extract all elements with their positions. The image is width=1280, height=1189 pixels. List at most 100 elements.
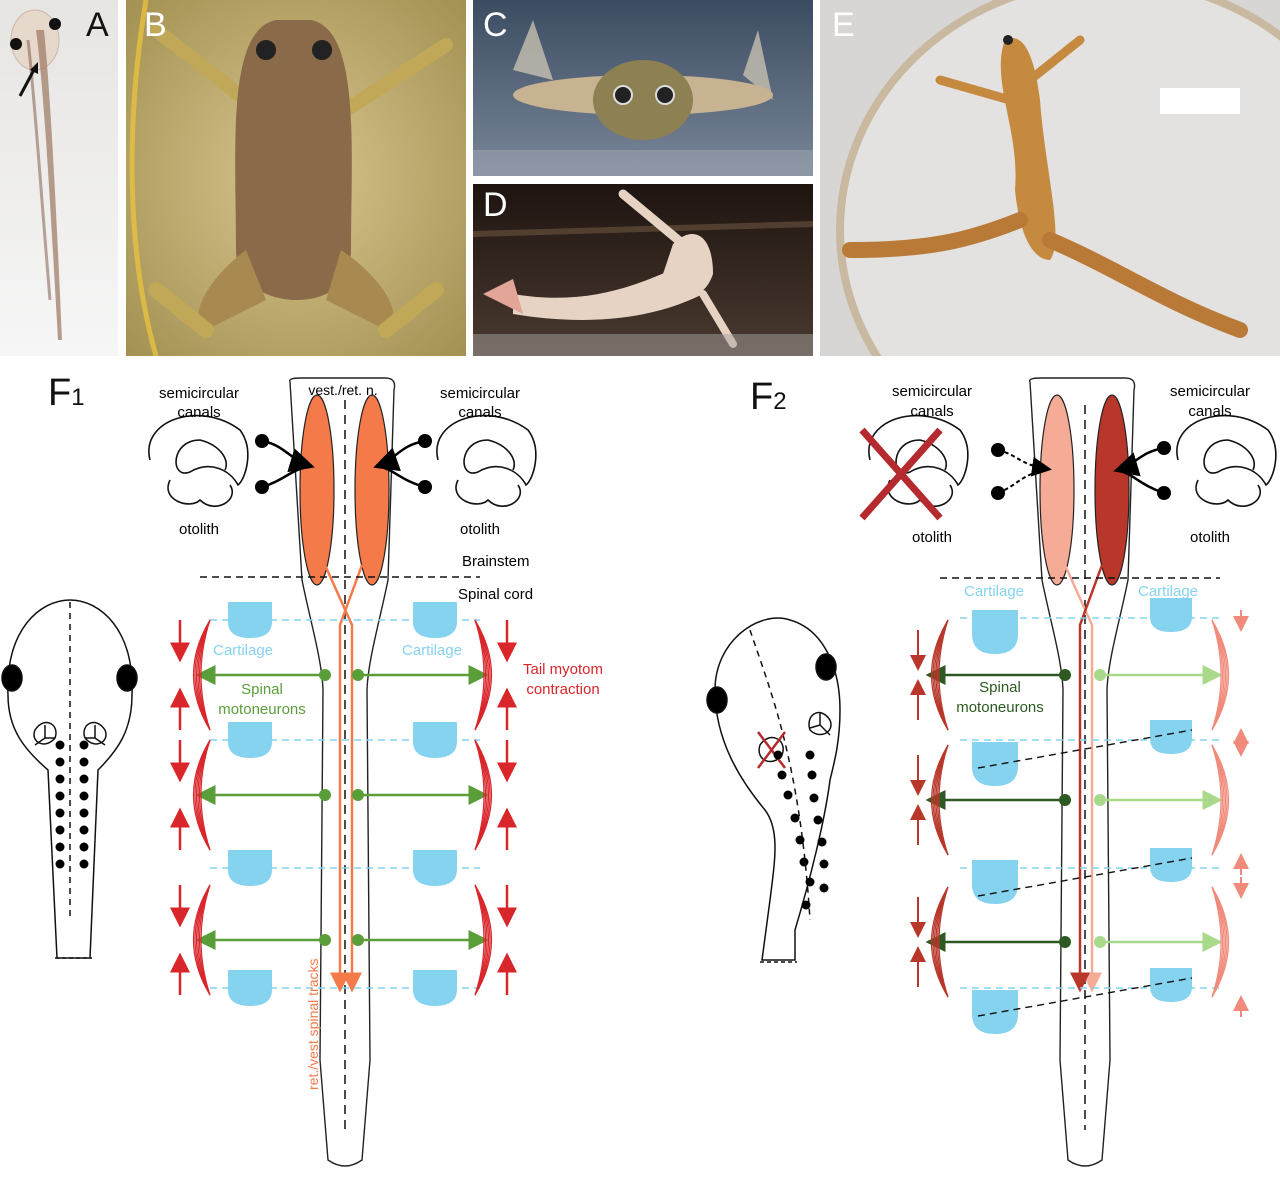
motoneuron-left [1059, 669, 1071, 681]
myotome-right [1211, 619, 1230, 731]
spinal-cord-outline [289, 377, 396, 1167]
label-otolith-right: otolith [460, 521, 500, 538]
cartilage-block-left [228, 850, 272, 886]
label-myotom-1: Tail myotom [523, 661, 603, 678]
motor-dot [55, 757, 65, 767]
tadpole-photo [0, 0, 118, 356]
motor-dot [817, 837, 827, 847]
panel-c-photo: C [473, 0, 813, 176]
cartilage-block-left [228, 970, 272, 1006]
f2-label-motoneurons-1: Spinal [979, 679, 1021, 696]
motor-dot [55, 859, 65, 869]
spinal-cord-outline-f2 [1029, 377, 1136, 1167]
panel-label-b: B [144, 6, 167, 44]
label-myotom-2: contraction [526, 681, 599, 698]
myotome-right [474, 739, 493, 851]
myotome-left [930, 744, 949, 856]
inner-ear-right [436, 414, 537, 507]
motoneuron-left [319, 934, 331, 946]
myotome-right [474, 884, 493, 996]
f2-neural-circuit: semicircular canals semicircular canals … [706, 377, 1277, 1167]
vest-nucleus-lesioned [1039, 394, 1075, 586]
f2-label-otolith-right: otolith [1190, 529, 1230, 546]
motor-dot [809, 793, 819, 803]
cartilage-block-right [1150, 848, 1192, 882]
cartilage-block-right [413, 602, 457, 638]
cartilage-block-left [228, 722, 272, 758]
myotome-left [192, 739, 211, 851]
motor-dot [805, 750, 815, 760]
tadpole-schematic-f2 [706, 617, 841, 963]
motor-dot [55, 825, 65, 835]
cartilage-block-right [413, 722, 457, 758]
motoneuron-left [319, 669, 331, 681]
myotome-left [930, 619, 949, 731]
cartilage-block-right [1150, 598, 1192, 632]
cartilage-block-right [413, 850, 457, 886]
f2-label-semicircular-left-1: semicircular [892, 383, 972, 400]
f2-label-cartilage-right: Cartilage [1138, 583, 1198, 600]
label-semicircular-left-1: semicircular [159, 385, 239, 402]
motor-dot [819, 883, 829, 893]
motor-dot [799, 857, 809, 867]
motor-dot [55, 791, 65, 801]
motor-dot [55, 842, 65, 852]
motor-dot [795, 835, 805, 845]
vest-nucleus-left [299, 394, 335, 586]
motor-dot [79, 757, 89, 767]
vest-nucleus-intact [1094, 394, 1130, 586]
f2-label-semicircular-left-2: canals [910, 403, 953, 420]
motor-dot [55, 774, 65, 784]
motoneuron-right [352, 789, 364, 801]
motoneuron-right [1094, 669, 1106, 681]
vest-nucleus-right [354, 394, 390, 586]
label-motoneurons-1: Spinal [241, 681, 283, 698]
motor-dot [819, 859, 829, 869]
cartilage-block-left [972, 990, 1018, 1034]
motor-dot [801, 900, 811, 910]
myotome-left [192, 884, 211, 996]
froglet-photo [126, 0, 466, 356]
cartilage-block-right [413, 970, 457, 1006]
f1-neural-circuit: semicircular canals semicircular canals … [1, 377, 603, 1167]
panel-e-photo: E [820, 0, 1280, 356]
cartilage-block-left [972, 610, 1018, 654]
label-semicircular-left-2: canals [177, 404, 220, 421]
cartilage-block-left [972, 742, 1018, 786]
inner-ear-right-f2 [1176, 414, 1277, 507]
motor-dot [773, 750, 783, 760]
panel-a-photo: A [0, 0, 118, 356]
label-cartilage-right: Cartilage [402, 642, 462, 659]
frog-adult-photo [820, 0, 1280, 356]
motor-dot [777, 770, 787, 780]
panel-label-f2: F2 [750, 376, 787, 418]
panel-label-c: C [483, 6, 508, 44]
cartilage-block-left [228, 602, 272, 638]
motor-dot [813, 815, 823, 825]
motor-dot [790, 813, 800, 823]
motoneuron-left [319, 789, 331, 801]
label-semicircular-right-2: canals [458, 404, 501, 421]
panel-f1-diagram: F1 [0, 360, 640, 1189]
motor-dot [805, 877, 815, 887]
label-semicircular-right-1: semicircular [440, 385, 520, 402]
tilt-axis [977, 857, 1193, 897]
label-otolith-left: otolith [179, 521, 219, 538]
motor-dot [79, 774, 89, 784]
motor-dot [79, 791, 89, 801]
inner-ear-left [148, 414, 249, 507]
tilt-axis [977, 977, 1193, 1017]
motoneuron-left [1059, 936, 1071, 948]
motoneuron-right [1094, 936, 1106, 948]
label-nucleus: vest./ret. n. [308, 382, 377, 398]
motor-dot [79, 808, 89, 818]
f2-label-motoneurons-2: motoneurons [956, 699, 1044, 716]
motoneuron-right [1094, 794, 1106, 806]
motor-dot [79, 825, 89, 835]
motor-dot [79, 859, 89, 869]
motoneuron-right [352, 934, 364, 946]
f2-label-otolith-left: otolith [912, 529, 952, 546]
motor-dot [79, 842, 89, 852]
frog-front-photo [473, 0, 813, 176]
myotome-right [474, 619, 493, 731]
